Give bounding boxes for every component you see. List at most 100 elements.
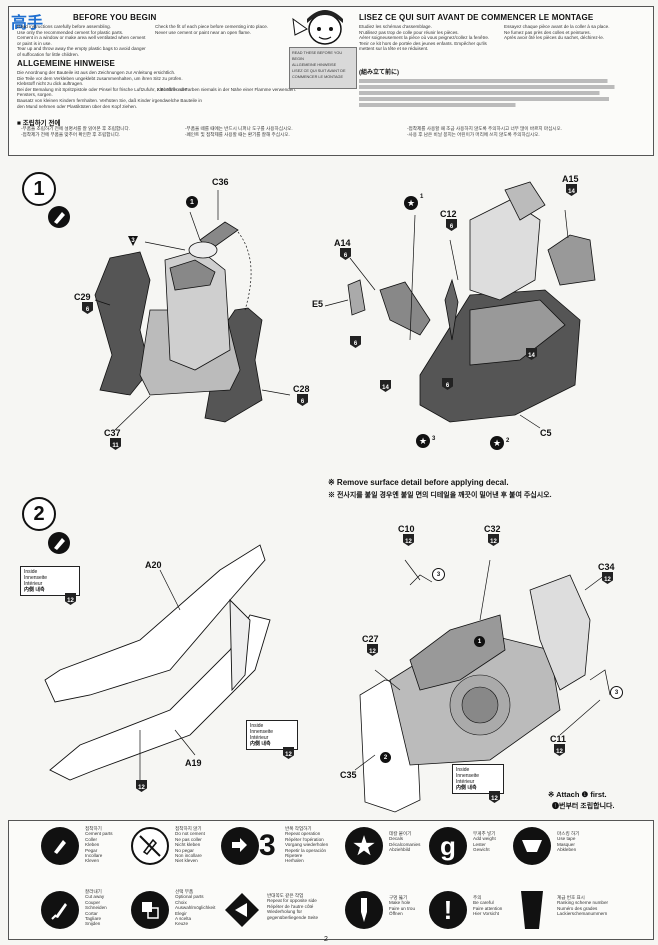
drill-hole-icon <box>345 891 383 929</box>
kr-lines-left: -부품을 조립하기 전에 설명서를 잘 읽어본 후 조립합니다.-접착제가 전에… <box>21 126 130 137</box>
label-c12: C12 <box>440 209 457 219</box>
label-e5: E5 <box>312 299 324 309</box>
fr-lines: Etudiez les schémas d'assemblage.N'utili… <box>359 24 490 52</box>
remove-detail-note-kr: ※ 전사지를 붙일 경우엔 붙일 면의 디테일을 깨끗이 밀어낸 후 붙여 주십… <box>328 492 552 499</box>
tag-6-stick: 6 <box>442 378 453 390</box>
en-lines-right: Check the fit of each piece before cemen… <box>155 24 269 35</box>
de-section: ALLGEMEINE HINWEISE Die Anordnung der Ba… <box>17 59 337 109</box>
label-c28: C28 <box>293 384 310 394</box>
decal-star-icon-2: ★ <box>490 436 504 450</box>
tag-12-bottom: 12 <box>136 780 147 792</box>
label-c35: C35 <box>340 770 357 780</box>
tag-c11: 12 <box>554 744 565 756</box>
tag-a15: 14 <box>566 184 577 196</box>
part-a19 <box>49 614 271 781</box>
optional-parts-icon <box>131 891 169 929</box>
watermark-text: 高手 <box>11 15 44 32</box>
label-c34: C34 <box>598 562 615 572</box>
tag-c37: 11 <box>110 438 121 450</box>
mascot-face-icon <box>292 10 343 45</box>
attach-first-note: ※ Attach ❶ first. <box>548 790 607 799</box>
seat-top <box>504 181 546 221</box>
careful-icon: ! <box>429 891 467 929</box>
do-not-cement-icon <box>131 827 169 865</box>
label-c32: C32 <box>484 524 501 534</box>
ejection-seat <box>469 199 541 301</box>
decal-star-icon: ★ <box>404 196 418 210</box>
remove-detail-note: ※ Remove surface detail before applying … <box>328 478 509 487</box>
fr-section: LISEZ CE QUI SUIT AVANT DE COMMENCER LE … <box>359 13 649 51</box>
tag-c32: 12 <box>488 534 499 546</box>
label-a14: A14 <box>334 238 351 248</box>
label-c5: C5 <box>540 428 552 438</box>
label-c36: C36 <box>212 177 229 187</box>
step-2-drawing <box>44 544 611 813</box>
cockpit-floor <box>469 299 566 366</box>
part-e5 <box>347 279 366 316</box>
decal-2-label: 2 <box>506 438 510 444</box>
en-section: BEFORE YOU BEGIN Read instructions caref… <box>17 13 277 57</box>
tag-c10: 12 <box>403 534 414 546</box>
label-2-circle: 2 <box>380 752 391 763</box>
part-c32 <box>409 614 506 691</box>
kr-title: ■ 조립하기 전에 <box>17 120 61 127</box>
de-lines: Die Anordnung der Bauteile ist aus den Z… <box>17 70 202 109</box>
label-c11: C11 <box>550 734 567 744</box>
de-title: ALLGEMEINE HINWEISE <box>17 59 116 68</box>
kr-lines-right: -접착제를 사용할 때 조금 사용하지 않도록 주의하시고 너무 많이 바르지 … <box>407 126 563 137</box>
tag-c28: 6 <box>297 394 308 406</box>
step-1-drawing <box>94 181 596 431</box>
label-c37: C37 <box>104 428 121 438</box>
part-a20 <box>44 544 266 703</box>
label-a19: A19 <box>185 758 202 768</box>
tag-c34: 12 <box>602 572 613 584</box>
en-title: BEFORE YOU BEGIN <box>73 13 157 22</box>
cement-icon <box>41 827 79 865</box>
page-number: 2 <box>324 936 328 943</box>
add-weight-icon: g <box>429 827 467 865</box>
mask-icon <box>513 827 551 865</box>
attach-first-note-kr: ❶번부터 조립합니다. <box>552 803 615 810</box>
decal-star-icon: ★ <box>345 827 383 865</box>
fr-lines-right: Essayez chaque pièce avant de la coller … <box>504 24 610 41</box>
part-a14 <box>379 281 431 336</box>
label-c27: C27 <box>362 634 379 644</box>
tag-14-right: 14 <box>526 348 537 360</box>
kr-lines-mid: -부품을 떼를 때에는 반드시 니퍼나 도구를 사용하십시오.-페인트 및 접착… <box>185 126 293 137</box>
label-c29: C29 <box>74 292 91 302</box>
tag-e5: 6 <box>350 336 361 348</box>
label-3-circle-a: 3 <box>432 568 445 581</box>
tag-a14: 6 <box>340 248 351 260</box>
decal-3-label: 3 <box>432 436 436 442</box>
label-a15: A15 <box>562 174 579 184</box>
repeat-icon-arrows <box>221 827 259 865</box>
control-stick <box>444 278 459 341</box>
watermark-logo: 高手 <box>11 9 69 32</box>
part-1-disc <box>188 241 218 259</box>
jp-section: (組み立て前に) <box>359 67 649 109</box>
fr-title: LISEZ CE QUI SUIT AVANT DE COMMENCER LE … <box>359 13 594 22</box>
label-a20: A20 <box>145 560 162 570</box>
label-3-triangle: 3 <box>128 236 138 246</box>
cement-icon-2 <box>48 532 70 554</box>
label-1-circle-step2: 1 <box>474 636 485 647</box>
jp-text-lines <box>359 79 649 107</box>
jp-title: (組み立て前に) <box>359 70 399 76</box>
tag-c12: 6 <box>446 219 457 231</box>
label-3-circle-b: 3 <box>610 686 623 699</box>
de-lines-right: Klebstoff und Farben niemals in der Nähe… <box>157 87 297 92</box>
decal-1-label: 1 <box>420 194 424 200</box>
